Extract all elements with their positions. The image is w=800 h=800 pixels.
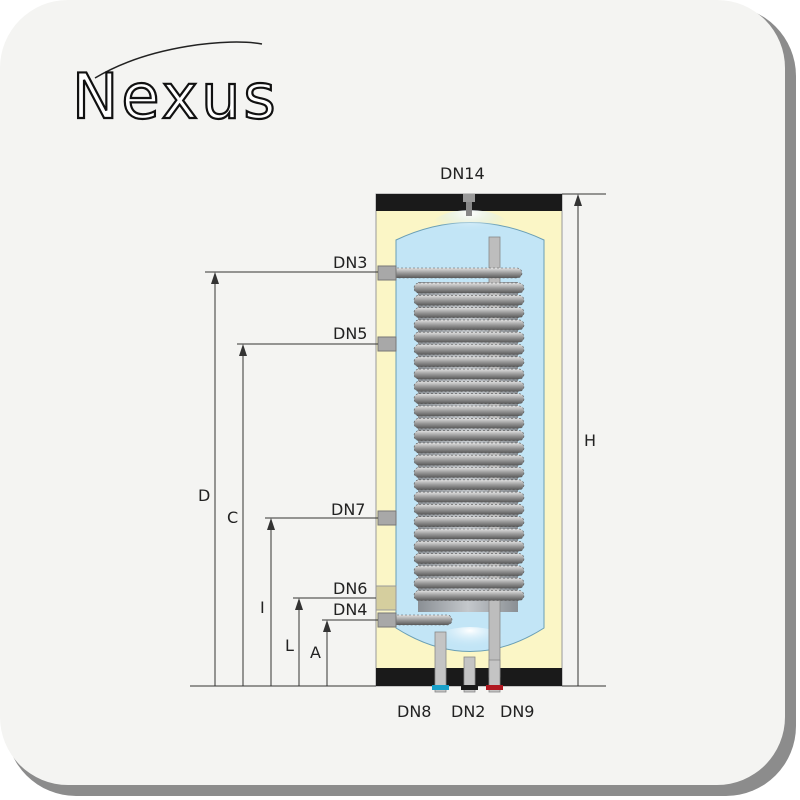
coil-turn [413,553,525,564]
coil-turn [413,454,525,466]
dimension-lines [190,193,606,687]
dim-label-h: H [584,431,596,450]
dn9-pipe [488,659,501,693]
label-dn3: DN3 [333,253,367,272]
coil-turn [413,282,525,294]
label-dn6: DN6 [333,579,367,598]
dn14-fitting [463,194,475,202]
dn2-marker [461,685,478,690]
coil-turn [413,528,525,540]
label-dn7: DN7 [331,500,365,519]
dim-label-l: L [285,636,294,655]
coil-turn [413,319,525,331]
coil-turn [413,417,525,429]
dn8-pipe [434,631,447,693]
coil-turn [413,442,525,454]
heat-exchanger-coil [391,267,525,626]
coil-turn [413,368,525,380]
coil-turn [413,307,525,318]
coil-outlet-turn [391,614,453,626]
coil-turn [413,479,525,491]
coil-turn [413,565,525,577]
dn6-fitting [375,585,397,611]
coil-turn [413,294,525,306]
coil-turn [413,577,525,589]
logo-swoosh [94,41,263,79]
cold-marker [432,685,449,690]
coil-turn [413,356,525,368]
dn4-fitting [377,612,397,628]
logo-text: Nexus [72,60,279,133]
label-dn4: DN4 [333,600,367,619]
label-dn9: DN9 [500,702,534,721]
dim-label-c: C [227,508,238,527]
label-dn2: DN2 [451,702,485,721]
coil-inlet-turn [391,267,523,279]
coil-turn [413,331,525,343]
tank [375,193,563,693]
coil-turn [413,381,525,392]
coil-turn [413,430,525,441]
dn7-fitting [377,510,397,526]
dn5-fitting [377,336,397,352]
coil-turn [413,344,525,355]
nexus-logo: Nexus [71,41,279,134]
coil-turn [413,393,525,405]
coil-turn [413,516,525,528]
coil-turn [413,504,525,515]
coil-turn [413,540,525,552]
label-dn14: DN14 [440,164,485,183]
dn2-pipe [463,656,476,693]
label-dn8: DN8 [397,702,431,721]
hot-marker [486,685,503,690]
dn3-fitting [377,265,397,281]
dn14-pipe [466,202,472,216]
coil-turn [413,590,525,601]
dim-label-a: A [310,643,321,662]
coil-turn [413,491,525,503]
label-dn5: DN5 [333,324,367,343]
dim-label-i: I [260,598,265,617]
dim-label-d: D [198,486,210,505]
coil-turn [413,467,525,478]
coil-turn [413,405,525,417]
